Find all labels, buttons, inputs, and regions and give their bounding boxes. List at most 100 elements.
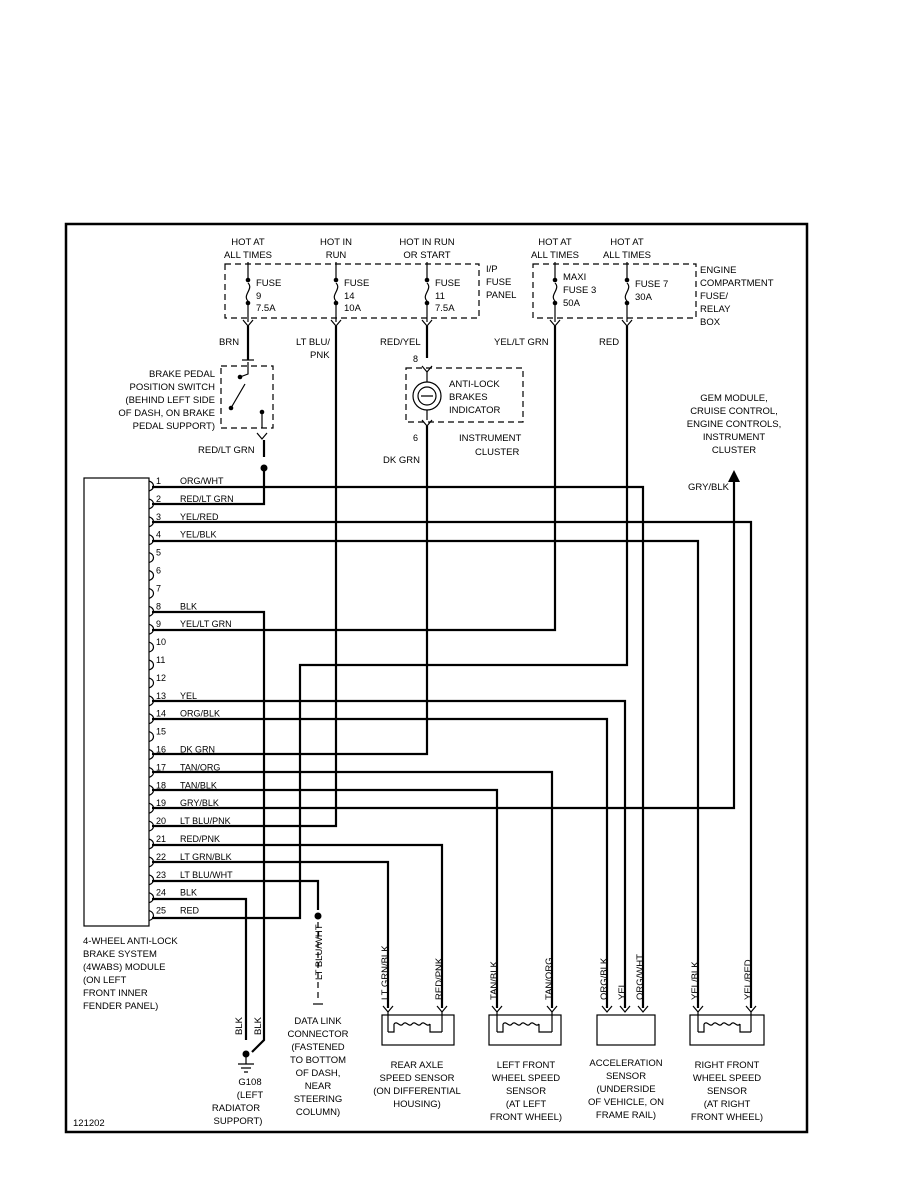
left-front-l4: (AT LEFT	[506, 1099, 546, 1110]
wire-label-blk-b: BLK	[253, 1016, 264, 1035]
fuse11-l2: 11	[435, 291, 445, 302]
right-front-l4: (AT RIGHT	[704, 1099, 751, 1110]
module-pin-number: 17	[156, 762, 166, 772]
dlc-l7: STEERING	[294, 1094, 343, 1105]
module-label-l6: FENDER PANEL)	[83, 1001, 158, 1012]
accel-l5: FRAME RAIL)	[596, 1110, 656, 1121]
module-pin-wire-color: LT BLU/PNK	[180, 816, 231, 826]
module-pin-wire-color: BLK	[180, 601, 197, 611]
module-pin-wire-color: TAN/BLK	[180, 780, 217, 790]
module-pin-number: 1	[156, 476, 161, 486]
fuse11-l1: FUSE	[435, 278, 460, 289]
maxi-fuse3-l1: MAXI	[563, 272, 586, 283]
ip-fuse-panel-l2: FUSE	[486, 277, 511, 288]
module-pin-terminal	[148, 659, 155, 671]
wire-label-dk-grn: DK GRN	[383, 455, 420, 466]
ground-l2: (LEFT	[237, 1090, 264, 1101]
right-front-l5: FRONT WHEEL)	[691, 1112, 763, 1123]
module-pin-number: 4	[156, 530, 161, 540]
power-source-hot-run-start-l2: OR START	[403, 250, 450, 261]
module-pin-wire-color: YEL/LT GRN	[180, 619, 232, 629]
fuse7-l2: 30A	[635, 292, 653, 303]
left-front-sensor	[488, 1005, 562, 1046]
module-label-l4: (ON LEFT	[83, 975, 126, 986]
module-pin-wire-color: RED	[180, 906, 200, 916]
module-pin-number: 16	[156, 745, 166, 755]
gem-arrow-icon	[728, 470, 740, 482]
wire-label-brn: BRN	[219, 337, 239, 348]
ground-l3: RADIATOR	[212, 1103, 260, 1114]
indicator-l2: BRAKES	[449, 392, 488, 403]
module-pin-number: 18	[156, 780, 166, 790]
wire-label-lt-blu-wht: LT BLU/WHT	[314, 924, 325, 980]
ground-icon	[238, 1056, 254, 1073]
module-pin-terminal	[148, 534, 155, 546]
fuse11-l3: 7.5A	[435, 303, 455, 314]
ip-fuse-panel-l1: I/P	[486, 264, 498, 275]
engine-box-l2: COMPARTMENT	[700, 278, 774, 289]
rear-axle-l3: (ON DIFFERENTIAL	[373, 1086, 461, 1097]
rear-axle-l1: REAR AXLE	[391, 1060, 444, 1071]
wire-label-tan-org: TAN/ORG	[544, 957, 555, 1000]
wire-label-red-yel: RED/YEL	[380, 337, 421, 348]
wire-label-red: RED	[599, 337, 619, 348]
fuse14-l2: 14	[344, 291, 355, 302]
left-front-l2: WHEEL SPEED	[492, 1073, 560, 1084]
right-front-l3: SENSOR	[707, 1086, 747, 1097]
module-pin-number: 24	[156, 888, 166, 898]
module-pin-number: 22	[156, 852, 166, 862]
module-pin-number: 14	[156, 709, 166, 719]
wire-label-yel-red: YEL/RED	[743, 959, 754, 1000]
indicator-l1: ANTI-LOCK	[449, 379, 500, 390]
gem-module-l3: ENGINE CONTROLS,	[687, 419, 782, 430]
accel-l3: (UNDERSIDE	[596, 1084, 655, 1095]
brake-switch-l1: BRAKE PEDAL	[149, 369, 215, 380]
power-source-hot-in-run-l2: RUN	[326, 250, 347, 261]
module-pin-wire-color: BLK	[180, 888, 197, 898]
module-label-l5: FRONT INNER	[83, 988, 148, 999]
rear-axle-l4: HOUSING)	[393, 1099, 441, 1110]
wire-label-lt-grn-blk: LT GRN/BLK	[380, 945, 391, 1000]
gem-module-l1: GEM MODULE,	[700, 393, 768, 404]
wire-label-red-pnk: RED/PNK	[434, 957, 445, 1000]
engine-box-l1: ENGINE	[700, 265, 736, 276]
module-pin-wire-color: YEL/BLK	[180, 530, 217, 540]
fuse-labels: FUSE 9 7.5A FUSE 14 10A FUSE 11 7.5A MAX…	[256, 272, 668, 314]
module-pin-number: 10	[156, 637, 166, 647]
module-pin-terminal	[148, 569, 155, 582]
power-source-hot-in-run-l1: HOT IN	[320, 237, 352, 248]
dlc-l2: CONNECTOR	[287, 1029, 348, 1040]
accel-l4: OF VEHICLE, ON	[588, 1097, 664, 1108]
instrument-cluster-l2: CLUSTER	[475, 447, 519, 458]
power-source-hot-at-all-times-2-l2: ALL TIMES	[531, 250, 579, 261]
wire-label-yel-blk: YEL/BLK	[690, 961, 701, 1000]
fuse-connectors	[242, 319, 633, 327]
module-pin-number: 6	[156, 566, 161, 576]
engine-fuse-box	[532, 263, 697, 319]
module-pin-wire-color: DK GRN	[180, 745, 215, 755]
gem-module-l4: INSTRUMENT	[703, 432, 765, 443]
gem-module-l5: CLUSTER	[712, 445, 756, 456]
wire-label-red-lt-grn: RED/LT GRN	[198, 445, 255, 456]
dlc-l5: OF DASH,	[296, 1068, 341, 1079]
module-pin-terminal	[148, 874, 155, 886]
fuse9-l2: 9	[256, 291, 261, 302]
wire-label-tan-blk: TAN/BLK	[489, 960, 500, 1000]
figure-id: 121202	[73, 1118, 105, 1129]
power-source-hot-at-all-times-1-l1: HOT AT	[231, 237, 265, 248]
module-pin-wire-color: RED/LT GRN	[180, 494, 234, 504]
module-pin-number: 20	[156, 816, 166, 826]
wire-label-lt-blu-pnk-l2: PNK	[310, 350, 330, 361]
brake-switch-box	[220, 365, 274, 429]
module-pin-wire-color: LT BLU/WHT	[180, 870, 233, 880]
wire-label-yel: YEL	[617, 982, 628, 1000]
power-source-hot-at-all-times-3-l1: HOT AT	[610, 237, 644, 248]
module-pin-number: 19	[156, 798, 166, 808]
dlc-l1: DATA LINK	[294, 1016, 342, 1027]
ip-fuse-panel-box	[224, 263, 480, 319]
module-pin-wire-color: YEL/RED	[180, 512, 219, 522]
module-pin-number: 3	[156, 512, 161, 522]
abs-module-box	[83, 477, 150, 927]
